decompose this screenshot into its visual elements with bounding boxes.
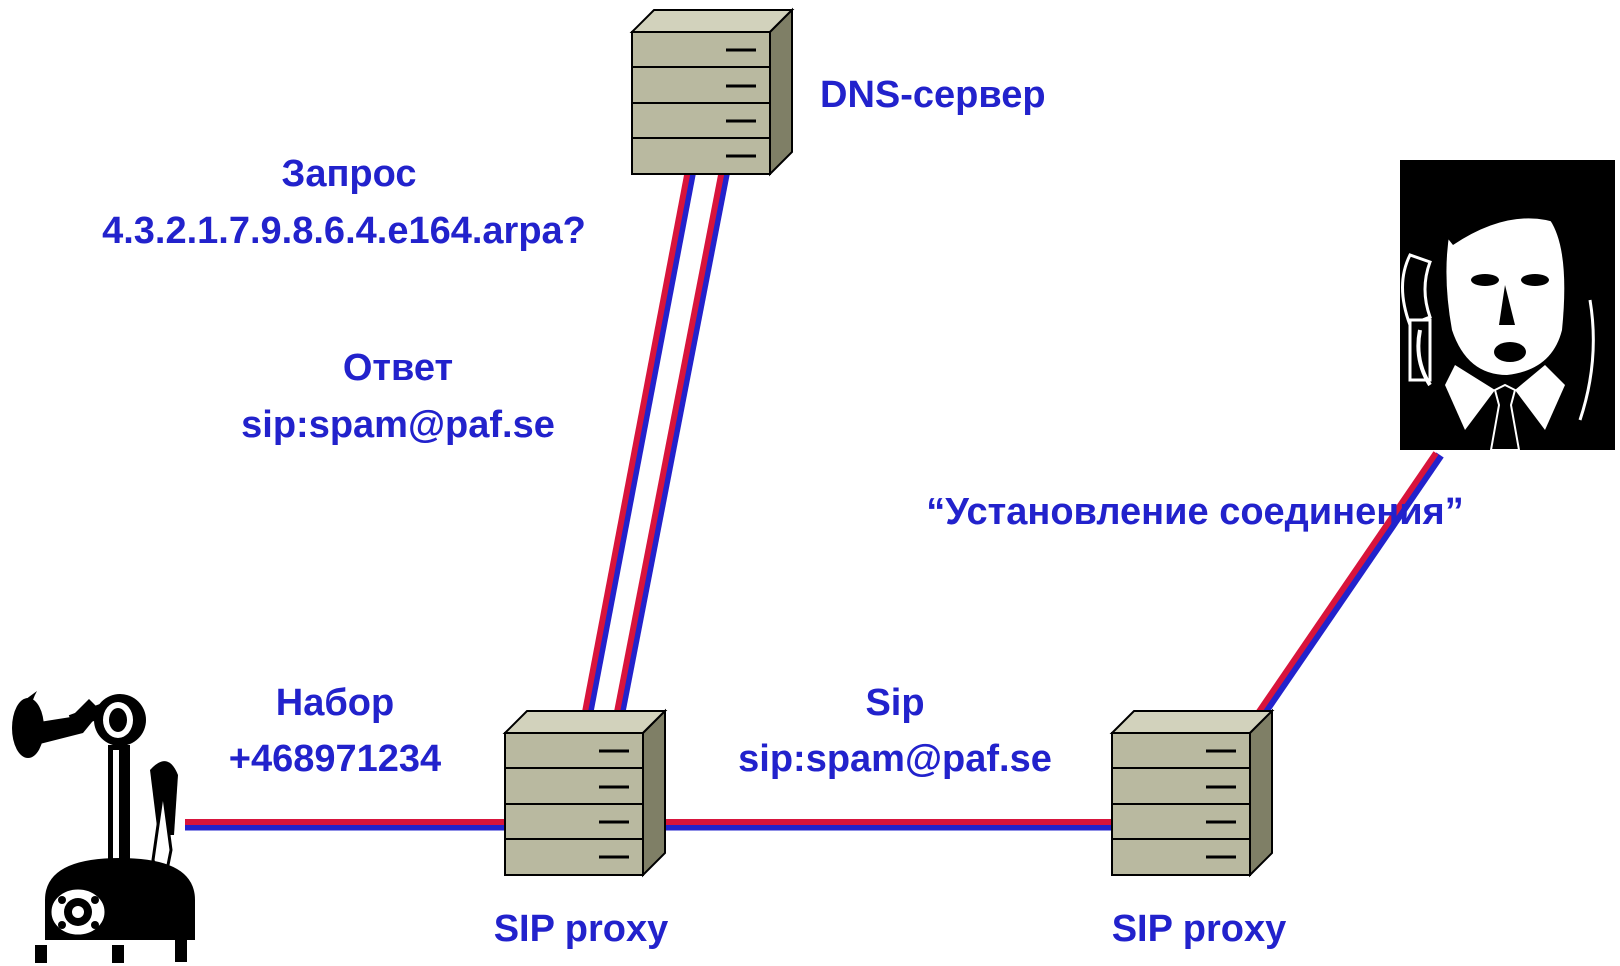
link-proxy-to-callee: [1253, 451, 1444, 721]
person-on-phone-icon: [1400, 160, 1615, 451]
dns-server-label: DNS-сервер: [820, 74, 1046, 116]
query-title-label: Запрос: [282, 153, 417, 195]
answer-value-label: sip:spam@paf.se: [241, 404, 555, 446]
dial-number-label: +468971234: [229, 738, 441, 780]
sip-uri-label: sip:spam@paf.se: [738, 738, 1052, 780]
sip-proxy-left-icon: [503, 709, 667, 877]
candlestick-telephone-icon: [12, 691, 195, 963]
link-proxy-to-dns-query: [582, 169, 697, 713]
query-value-label: 4.3.2.1.7.9.8.6.4.e164.arpa?: [102, 210, 586, 252]
sip-proxy-right-label: SIP proxy: [1112, 908, 1287, 950]
link-phone-to-proxy: [185, 819, 506, 831]
connection-setup-label: “Установление соединения”: [926, 491, 1463, 533]
dns-server-icon: [630, 8, 794, 176]
link-proxy-to-proxy: [660, 819, 1115, 831]
link-dns-to-proxy-answer: [614, 169, 731, 713]
sip-proxy-left-label: SIP proxy: [494, 908, 669, 950]
dial-title-label: Набор: [276, 682, 394, 724]
sip-proxy-right-icon: [1110, 709, 1274, 877]
sip-title-label: Sip: [865, 682, 924, 724]
answer-title-label: Ответ: [343, 347, 453, 389]
